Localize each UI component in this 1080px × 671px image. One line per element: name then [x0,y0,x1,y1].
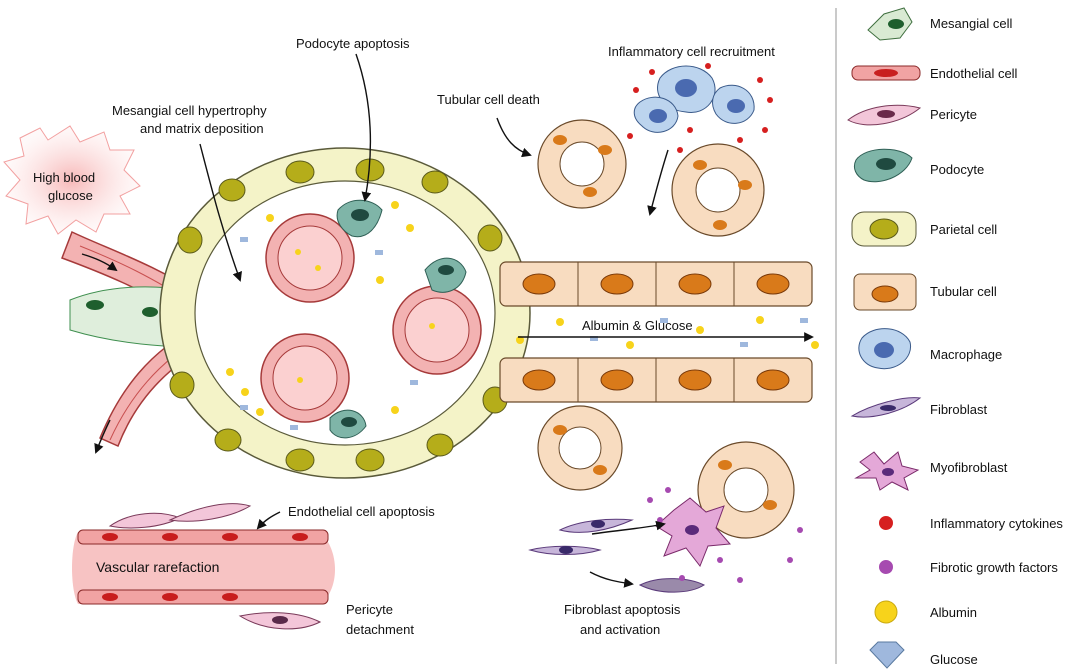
fibrotic-growth-factors-icon [879,560,893,574]
glucose-icon [869,641,905,669]
label-albumin-glucose: Albumin & Glucose [582,318,693,333]
label-mesangial-line1: Mesangial cell hypertrophy [112,103,267,118]
myofibroblast [655,497,732,567]
label-inflammatory-recruitment: Inflammatory cell recruitment [608,44,775,59]
legend-label-myofibroblast: Myofibroblast [930,460,1008,475]
tubule-cross-sections [537,119,795,539]
mesangial-cell-icon [867,7,913,41]
legend-label-growth-factors: Fibrotic growth factors [930,560,1058,575]
label-tubular-cell-death: Tubular cell death [437,92,540,107]
straight-tubule [499,261,813,403]
label-podocyte-apoptosis: Podocyte apoptosis [296,36,410,51]
legend-label-pericyte: Pericyte [930,107,977,122]
legend: Mesangial cell Endothelial cell Pericyte… [847,7,1063,669]
legend-label-macrophage: Macrophage [930,347,1002,362]
podocyte-icon [853,148,913,183]
diagram-labels: Podocyte apoptosis Inflammatory cell rec… [33,36,775,637]
legend-label-mesangial: Mesangial cell [930,16,1012,31]
glomerular-solutes [226,201,435,430]
tubular-cell-icon [853,273,917,311]
endothelial-cell-icon [851,65,921,81]
parietal-cells [169,158,508,472]
macrophage-icon [858,328,912,370]
legend-label-tubular: Tubular cell [930,284,997,299]
parietal-cell-icon [851,211,917,247]
label-high-blood-line1: High blood [33,170,95,185]
label-fibroblast-line2: and activation [580,622,660,637]
legend-label-glucose: Glucose [930,652,978,667]
legend-label-parietal: Parietal cell [930,222,997,237]
label-high-blood-line2: glucose [48,188,93,203]
tubule-lumen-solutes [516,316,819,349]
label-mesangial-line2: and matrix deposition [140,121,264,136]
vascular-rarefaction-vessel [72,503,335,630]
label-endothelial-apoptosis: Endothelial cell apoptosis [288,504,435,519]
high-blood-glucose-burst [3,125,141,235]
label-fibroblast-line1: Fibroblast apoptosis [564,602,681,617]
legend-label-podocyte: Podocyte [930,162,984,177]
annotation-arrows [81,53,814,588]
glomerular-capillaries [260,213,482,423]
fibroblasts [528,518,706,593]
macrophages [633,65,755,133]
fibroblast-icon [850,397,922,418]
myofibroblast-icon [854,451,920,491]
legend-label-albumin: Albumin [930,605,977,620]
legend-label-cytokines: Inflammatory cytokines [930,516,1063,531]
podocytes [329,199,467,439]
legend-label-endothelial: Endothelial cell [930,66,1018,81]
label-pericyte-line2: detachment [346,622,414,637]
legend-label-fibroblast: Fibroblast [930,402,987,417]
albumin-icon [874,600,898,624]
cytokines [627,63,773,153]
inflammatory-cytokines-icon [879,516,893,530]
label-vascular-rarefaction: Vascular rarefaction [96,559,219,575]
growth-factors [647,487,803,583]
label-pericyte-line1: Pericyte [346,602,393,617]
pericyte-icon [847,104,922,126]
